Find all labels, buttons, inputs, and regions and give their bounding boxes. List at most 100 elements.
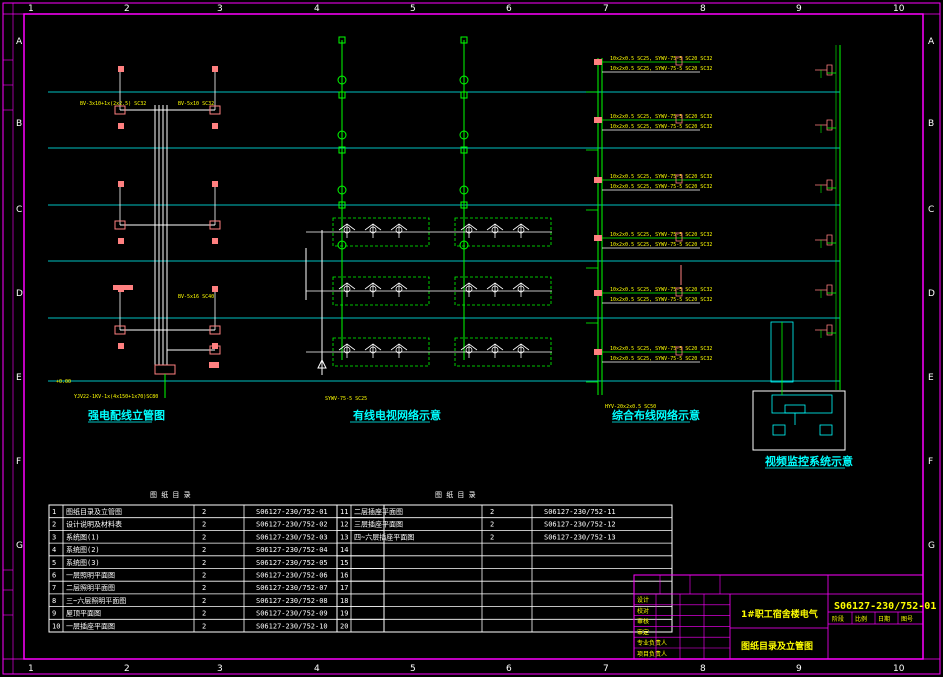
index-row-name: 四~六层插座平面图 bbox=[354, 532, 414, 541]
index-row-name: 三~六层照明平面图 bbox=[66, 596, 126, 605]
tv-section-title: 有线电视网络示意 bbox=[353, 408, 441, 422]
index-row-qty: 2 bbox=[490, 508, 494, 516]
column-number-bottom: 2 bbox=[124, 664, 130, 674]
column-number-bottom: 3 bbox=[217, 664, 223, 674]
floor-panel-box bbox=[114, 325, 126, 335]
index-row-qty: 2 bbox=[202, 572, 206, 580]
power-label-1: BV-3x10+1x(2x2.5) SC32 bbox=[80, 101, 146, 107]
title-block-role: 专业负责人 bbox=[637, 639, 667, 647]
network-floor-label: 10x2x0.5 SC25, SYWV-75-5 SC20 SC32 bbox=[610, 66, 712, 72]
index-left-heading: 图 纸 目 录 bbox=[150, 490, 191, 499]
column-number-top: 10 bbox=[893, 4, 905, 14]
row-letter: B bbox=[16, 119, 22, 129]
power-label-3: BV-5x16 SC40 bbox=[178, 294, 214, 300]
row-letter-right: A bbox=[928, 37, 935, 47]
column-number-top: 5 bbox=[410, 4, 416, 14]
camera-icon bbox=[815, 119, 833, 131]
index-row-code: S06127-230/752-11 bbox=[544, 508, 616, 516]
network-floor-label: 10x2x0.5 SC25, SYWV-75-5 SC20 SC32 bbox=[610, 346, 712, 352]
row-letter: G bbox=[16, 541, 23, 551]
meter-box bbox=[212, 181, 218, 187]
network-incoming-label: HYV-20x2x0.5 SC50 bbox=[605, 404, 656, 410]
column-number-top: 3 bbox=[217, 4, 223, 14]
index-row-name: 设计说明及材料表 bbox=[66, 520, 122, 529]
floor-panel-box bbox=[209, 220, 221, 230]
network-floor-label: 10x2x0.5 SC25, SYWV-75-5 SC20 SC32 bbox=[610, 232, 712, 238]
index-row-number: 6 bbox=[52, 572, 56, 580]
network-section-title: 综合布线网络示意 bbox=[612, 408, 700, 422]
floor-panel-box bbox=[114, 105, 126, 115]
camera-icon bbox=[815, 234, 833, 246]
index-row-number: 5 bbox=[52, 559, 56, 567]
index-row-name: 一层插座平面图 bbox=[66, 621, 115, 630]
index-row-qty: 2 bbox=[202, 559, 206, 567]
index-row-qty: 2 bbox=[490, 533, 494, 541]
index-row-number: 13 bbox=[340, 533, 348, 541]
network-distribution-box bbox=[594, 235, 602, 241]
monitoring-room bbox=[752, 390, 846, 451]
index-row-qty: 2 bbox=[202, 610, 206, 618]
column-number-bottom: 4 bbox=[314, 664, 320, 674]
index-row-code: S06127-230/752-01 bbox=[256, 508, 328, 516]
network-floor-label: 10x2x0.5 SC25, SYWV-75-5 SC20 SC32 bbox=[610, 174, 712, 180]
index-row-number: 16 bbox=[340, 572, 348, 580]
row-letter-right: G bbox=[928, 541, 935, 551]
index-row-code: S06127-230/752-06 bbox=[256, 572, 328, 580]
floor-lines bbox=[48, 91, 840, 382]
index-row-code: S06127-230/752-05 bbox=[256, 559, 328, 567]
meter-box bbox=[118, 66, 124, 72]
network-floor-label: 10x2x0.5 SC25, SYWV-75-5 SC20 SC32 bbox=[610, 287, 712, 293]
index-row-qty: 2 bbox=[202, 622, 206, 630]
tv-incoming-label: SYWV-75-5 SC25 bbox=[325, 396, 367, 402]
network-distribution-box bbox=[594, 117, 602, 123]
meter-box bbox=[118, 181, 124, 187]
camera-icon bbox=[815, 324, 833, 336]
network-floor-label: 10x2x0.5 SC25, SYWV-75-5 SC20 SC32 bbox=[610, 114, 712, 120]
index-row-name: 系统图(2) bbox=[66, 545, 100, 554]
index-row-qty: 2 bbox=[202, 533, 206, 541]
index-row-qty: 2 bbox=[490, 521, 494, 529]
meter-box bbox=[212, 66, 218, 72]
row-letter-right: B bbox=[928, 119, 934, 129]
row-letter: C bbox=[16, 205, 22, 215]
network-floor-label: 10x2x0.5 SC25, SYWV-75-5 SC20 SC32 bbox=[610, 56, 712, 62]
index-row-number: 11 bbox=[340, 508, 348, 516]
power-label-2: BV-5x10 SC32 bbox=[178, 101, 214, 107]
index-row-code: S06127-230/752-04 bbox=[256, 546, 328, 554]
title-block-stage-label: 日期 bbox=[878, 615, 890, 623]
column-number-top: 1 bbox=[28, 4, 34, 14]
index-row-name: 图纸目录及立管图 bbox=[66, 507, 122, 516]
tv-network: SYWV-75-5 SC25 bbox=[305, 36, 552, 402]
network-floor-label: 10x2x0.5 SC25, SYWV-75-5 SC20 SC32 bbox=[610, 184, 712, 190]
level-label: +0.00 bbox=[56, 379, 71, 385]
network-distribution-box bbox=[594, 290, 602, 296]
index-row-number: 14 bbox=[340, 546, 348, 554]
video-monitoring bbox=[752, 45, 846, 451]
drawing-title: 图纸目录及立管图 bbox=[741, 640, 813, 652]
camera-icon bbox=[815, 179, 833, 191]
floor-panel-box bbox=[114, 220, 126, 230]
network-distribution-box bbox=[594, 177, 602, 183]
index-right-heading: 图 纸 目 录 bbox=[435, 490, 476, 499]
index-row-name: 屋顶平面图 bbox=[66, 610, 101, 618]
index-row-number: 17 bbox=[340, 584, 348, 592]
floor-panel-box bbox=[209, 105, 221, 115]
column-number-bottom: 9 bbox=[796, 664, 802, 674]
network-floor-label: 10x2x0.5 SC25, SYWV-75-5 SC20 SC32 bbox=[610, 242, 712, 248]
index-row-name: 一层照明平面图 bbox=[66, 572, 115, 580]
floor-panel-box bbox=[209, 325, 221, 335]
main-distribution-box bbox=[154, 364, 176, 375]
network-distribution-box bbox=[594, 349, 602, 355]
title-block-role: 项目负责人 bbox=[637, 650, 667, 658]
index-row-qty: 2 bbox=[202, 546, 206, 554]
index-row-number: 4 bbox=[52, 546, 56, 554]
title-block-stage-label: 阶段 bbox=[832, 615, 844, 623]
network-cabling: 10x2x0.5 SC25, SYWV-75-5 SC20 SC32 10x2x0… bbox=[586, 56, 712, 410]
column-number-top: 2 bbox=[124, 4, 130, 14]
index-row-code: S06127-230/752-02 bbox=[256, 521, 328, 529]
index-row-number: 20 bbox=[340, 622, 348, 630]
